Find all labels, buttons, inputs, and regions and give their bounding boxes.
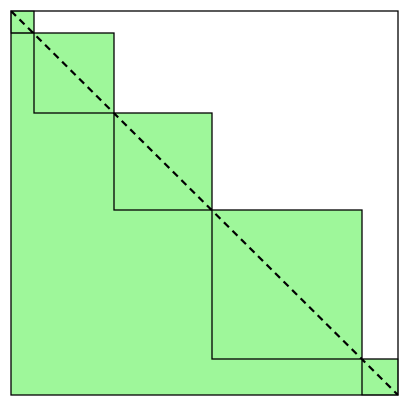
staircase-square-2 bbox=[33, 32, 115, 114]
staircase-square-3 bbox=[113, 112, 213, 211]
diagonal-dashed-line bbox=[10, 10, 399, 396]
square-outlines bbox=[10, 10, 399, 396]
staircase-square-4 bbox=[211, 209, 363, 360]
outer-frame bbox=[10, 10, 399, 396]
